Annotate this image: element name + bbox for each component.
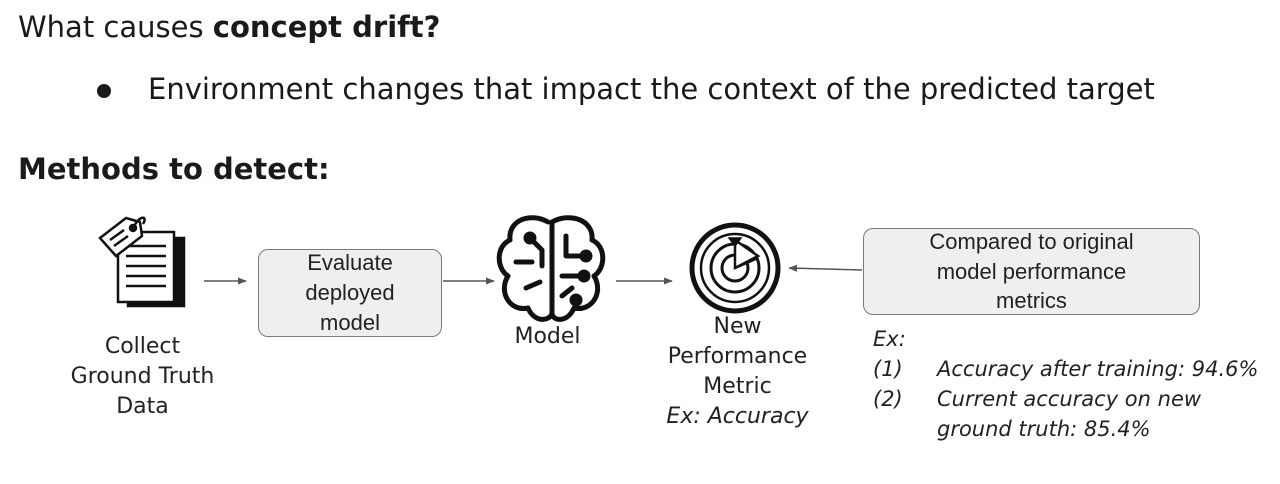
example-number: (2) [873, 387, 903, 411]
performance-example: Ex: Accuracy [666, 404, 809, 429]
bullet-dot [97, 84, 111, 98]
example-item: (1) Accuracy after training: 94.6% [873, 354, 1280, 384]
title-bold: concept drift? [212, 10, 441, 44]
title: What causes concept drift? [18, 10, 440, 44]
document-tag-icon [98, 216, 186, 308]
compare-metrics-box: Compared to original model performance m… [863, 228, 1200, 315]
evaluate-model-box: Evaluate deployed model [258, 249, 442, 337]
brain-circuit-icon [496, 215, 606, 322]
bullet-text: Environment changes that impact the cont… [148, 72, 1155, 106]
performance-metric-text: New Performance Metric [667, 314, 808, 399]
target-icon [689, 222, 781, 314]
title-prefix: What causes [18, 10, 213, 44]
example-text: Accuracy after training: 94.6% [937, 357, 1259, 381]
examples-heading: Ex: [873, 327, 906, 351]
example-text: Current accuracy on new ground truth: 85… [937, 387, 1202, 441]
example-item: (2) Current accuracy on new ground truth… [873, 384, 1280, 444]
model-label: Model [514, 324, 581, 349]
arrow-compare-to-metric [788, 264, 863, 272]
methods-heading: Methods to detect: [18, 152, 330, 186]
collect-ground-truth-label: Collect Ground Truth Data [70, 334, 215, 419]
example-number: (1) [873, 357, 903, 381]
examples-block: Ex: (1) Accuracy after training: 94.6% (… [873, 324, 1280, 444]
